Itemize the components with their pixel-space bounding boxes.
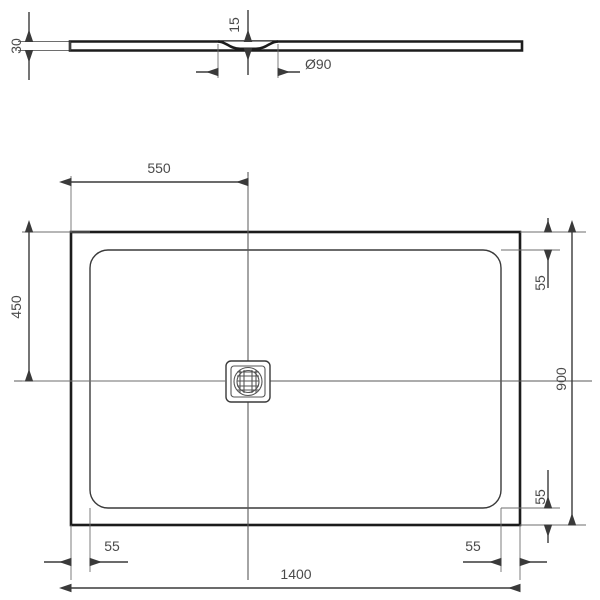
drain-grate-inner-square xyxy=(230,365,266,398)
dim-label-1400: 1400 xyxy=(280,566,311,582)
dim-label-900: 900 xyxy=(553,367,569,391)
side-section-view: 30 15 Ø90 xyxy=(8,10,524,80)
dim-label-55-bottom-right: 55 xyxy=(532,489,548,505)
dim-label-55-bottom-left: 55 xyxy=(104,538,120,554)
dim-label-55-bottom-right-h: 55 xyxy=(465,538,481,554)
dim-label-drain-diameter: Ø90 xyxy=(305,56,332,72)
dim-label-550: 550 xyxy=(147,160,171,176)
drain-grate xyxy=(225,360,271,403)
dim-label-450: 450 xyxy=(8,295,24,319)
drain-grate-circle xyxy=(233,366,263,397)
dim-label-drain-depth: 15 xyxy=(226,17,242,33)
tray-inner-basin xyxy=(89,249,502,509)
dim-label-55-top-right: 55 xyxy=(532,275,548,291)
top-plan-view: 550 450 900 55 55 xyxy=(8,160,592,593)
tray-section-body xyxy=(68,40,524,52)
dim-label-thickness: 30 xyxy=(8,38,24,54)
